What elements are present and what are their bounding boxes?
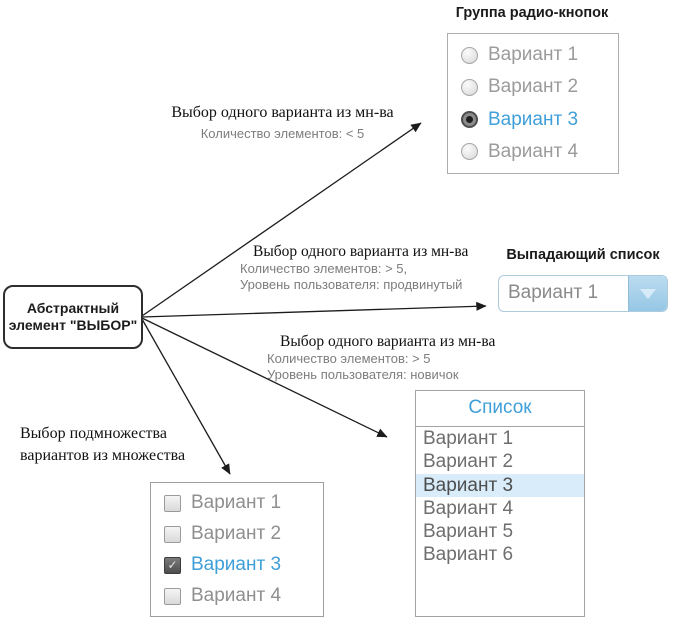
edge-label-title: Выбор одного варианта из мн-ва: [171, 104, 394, 121]
list-box: Список Вариант 1 Вариант 2 Вариант 3 Вар…: [415, 390, 585, 617]
checkbox-option-label: Вариант 1: [191, 492, 282, 513]
radio-option-4[interactable]: Вариант 4: [461, 141, 618, 163]
radio-option-2[interactable]: Вариант 2: [461, 76, 618, 98]
radio-option-3[interactable]: Вариант 3: [461, 109, 618, 131]
checkbox-icon: [164, 494, 181, 512]
radio-icon: [461, 46, 478, 64]
checkbox-option-label: Вариант 2: [191, 523, 282, 544]
arrow-to-dropdown: [141, 301, 487, 318]
checkbox-option-4[interactable]: Вариант 4: [164, 585, 323, 607]
checkbox-group: Вариант 1 Вариант 2 ✓ Вариант 3 Вариант …: [150, 482, 324, 617]
dropdown-arrow-button[interactable]: [628, 276, 667, 311]
list-item-4[interactable]: Вариант 4: [423, 497, 514, 519]
checkbox-option-label: Вариант 4: [191, 585, 282, 606]
list-item-6[interactable]: Вариант 6: [423, 544, 514, 566]
edge-label-to-list: Выбор одного варианта из мн-ва Количеств…: [267, 333, 517, 382]
edge-label-condition: Количество элементов: > 5,: [240, 261, 408, 276]
edge-label-condition: Уровень пользователя: новичок: [267, 366, 459, 382]
radio-option-label: Вариант 1: [488, 44, 579, 66]
edge-label-to-radio: Выбор одного варианта из мн-ва Количеств…: [140, 104, 425, 142]
checkbox-option-2[interactable]: Вариант 2: [164, 523, 323, 545]
list-item-2[interactable]: Вариант 2: [423, 451, 514, 473]
dropdown-selected-value: Вариант 1: [508, 282, 599, 303]
list-item-5[interactable]: Вариант 5: [423, 521, 514, 543]
radio-option-1[interactable]: Вариант 1: [461, 44, 618, 66]
radio-icon: [461, 143, 478, 161]
list-item-3-selected[interactable]: Вариант 3: [416, 473, 584, 497]
abstract-choice-line1: Абстрактный: [26, 300, 120, 316]
abstract-choice-node: Абстрактный элемент "ВЫБОР": [3, 285, 143, 349]
edge-label-title: Выбор одного варианта из мн-ва: [253, 243, 469, 260]
checkbox-option-3[interactable]: ✓ Вариант 3: [164, 554, 323, 576]
checkbox-option-label: Вариант 3: [191, 554, 282, 575]
checkbox-checked-icon: ✓: [164, 556, 181, 574]
radio-option-label: Вариант 4: [488, 140, 579, 162]
dropdown-title: Выпадающий список: [506, 247, 660, 263]
radio-option-label: Вариант 2: [488, 76, 579, 98]
radio-group: Вариант 1 Вариант 2 Вариант 3 Вариант 4: [447, 33, 619, 174]
radio-option-label: Вариант 3: [488, 108, 579, 130]
abstract-choice-line2: элемент "ВЫБОР": [8, 317, 138, 333]
edge-label-title: вариантов из множества: [20, 447, 186, 464]
edge-label-condition: Количество элементов: > 5: [267, 351, 431, 366]
edge-label-to-checkbox: Выбор подмножества вариантов из множеств…: [20, 423, 240, 467]
checkbox-icon: [164, 587, 181, 605]
list-item-1[interactable]: Вариант 1: [423, 428, 514, 449]
edge-label-condition: Количество элементов: < 5: [200, 126, 365, 141]
dropdown-select[interactable]: Вариант 1: [498, 275, 668, 312]
radio-group-title: Группа радио-кнопок: [455, 5, 609, 21]
list-box-title: Список: [416, 391, 584, 427]
edge-label-to-dropdown: Выбор одного варианта из мн-ва Количеств…: [240, 243, 490, 292]
checkbox-icon: [164, 525, 181, 543]
edge-label-title: Выбор одного варианта из мн-ва: [280, 333, 496, 350]
radio-icon: [461, 78, 478, 96]
chevron-down-icon: [640, 288, 656, 299]
checkbox-option-1[interactable]: Вариант 1: [164, 492, 323, 514]
edge-label-condition: Уровень пользователя: продвинутый: [240, 276, 463, 292]
radio-selected-icon: [461, 111, 478, 129]
edge-label-title: Выбор подмножества: [20, 425, 167, 442]
